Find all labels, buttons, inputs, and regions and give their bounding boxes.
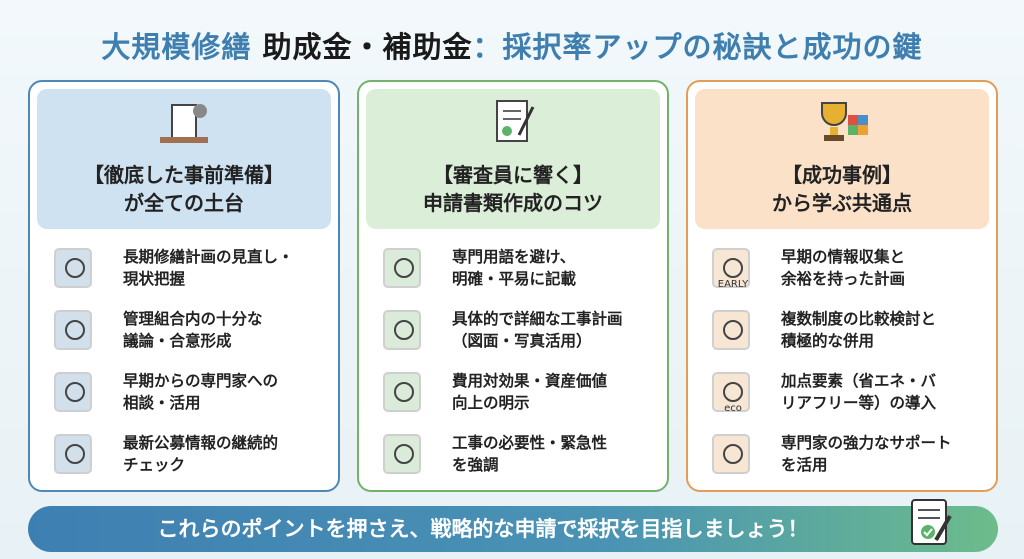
banner-text: これらのポイントを押さえ、戦略的な申請で採択を目指しましょう！ bbox=[157, 517, 809, 541]
list-item: 複数制度の比較検討と積極的な併用 bbox=[705, 299, 983, 361]
approved-document-icon bbox=[911, 499, 952, 545]
item-line1: 費用対効果・資産価値 bbox=[452, 372, 608, 390]
icon-badge: eco bbox=[724, 403, 742, 414]
heading-line1: 【審査員に響く】 bbox=[433, 163, 593, 187]
list-item: 工事の必要性・緊急性を強調 bbox=[376, 423, 654, 485]
item-line1: 管理組合内の十分な bbox=[123, 310, 263, 328]
meeting-icon bbox=[54, 310, 92, 350]
list-item: 専門家の強力なサポートを活用 bbox=[705, 423, 983, 485]
item-line2: を強調 bbox=[452, 456, 499, 474]
card-header: 【審査員に響く】申請書類作成のコツ bbox=[366, 89, 660, 229]
card-2: 【審査員に響く】申請書類作成のコツ専門用語を避け、明確・平易に記載具体的で詳細な… bbox=[357, 80, 669, 492]
item-line2: リアフリー等）の導入 bbox=[781, 394, 937, 412]
growth-chart-yen-icon bbox=[383, 372, 421, 412]
document-pen-icon bbox=[496, 100, 535, 142]
list-item: 専門用語を避け、明確・平易に記載 bbox=[376, 237, 654, 299]
item-line2: を活用 bbox=[781, 456, 828, 474]
list-item: 早期からの専門家への相談・活用 bbox=[47, 361, 325, 423]
card-heading: 【徹底した事前準備】が全ての土台 bbox=[37, 161, 331, 217]
shield-exclamation-icon bbox=[383, 434, 421, 474]
title-part3: ：採択率アップの秘訣と成功の鍵 bbox=[472, 30, 923, 64]
list-item: 最新公募情報の継続的チェック bbox=[47, 423, 325, 485]
card-heading: 【成功事例】から学ぶ共通点 bbox=[695, 161, 989, 217]
heading-line2: が全ての土台 bbox=[124, 191, 244, 215]
item-line2: 相談・活用 bbox=[123, 394, 201, 412]
list-item: 具体的で詳細な工事計画 （図面・写真活用） bbox=[376, 299, 654, 361]
card-heading: 【審査員に響く】申請書類作成のコツ bbox=[366, 161, 660, 217]
item-line1: 専門用語を避け、 bbox=[452, 248, 576, 266]
item-line1: 加点要素（省エネ・バ bbox=[781, 372, 937, 390]
heading-line2: から学ぶ共通点 bbox=[772, 191, 912, 215]
item-line1: 専門家の強力なサポート bbox=[781, 434, 952, 452]
card-1: 【徹底した事前準備】が全ての土台長期修繕計画の見直し・現状把握管理組合内の十分な… bbox=[28, 80, 340, 492]
list-item: eco 加点要素（省エネ・バリアフリー等）の導入 bbox=[705, 361, 983, 423]
item-line1: 複数制度の比較検討と bbox=[781, 310, 937, 328]
item-line1: 長期修繕計画の見直し・ bbox=[123, 248, 294, 266]
heading-line2: 申請書類作成のコツ bbox=[423, 191, 603, 215]
title-part1: 大規模修繕 bbox=[101, 30, 263, 64]
item-line2: 議論・合意形成 bbox=[123, 332, 232, 350]
page-title: 大規模修繕 助成金・補助金：採択率アップの秘訣と成功の鍵 bbox=[0, 24, 1024, 66]
item-line2: 向上の明示 bbox=[452, 394, 530, 412]
icon-badge: EARLY bbox=[718, 279, 749, 290]
item-line1: 早期の情報収集と bbox=[781, 248, 906, 266]
item-line1: 最新公募情報の継続的 bbox=[123, 434, 279, 452]
blueprint-camera-icon bbox=[383, 310, 421, 350]
handshake-icon bbox=[54, 372, 92, 412]
satellite-newspaper-icon bbox=[54, 434, 92, 474]
document-magnifier-icon bbox=[54, 248, 92, 288]
clock-calendar-early-icon: EARLY bbox=[712, 248, 750, 290]
item-line2: 積極的な併用 bbox=[781, 332, 875, 350]
item-line1: 早期からの専門家への bbox=[123, 372, 279, 390]
list-item: 長期修繕計画の見直し・現状把握 bbox=[47, 237, 325, 299]
heading-line1: 【徹底した事前準備】 bbox=[84, 163, 284, 187]
item-line2: 現状把握 bbox=[123, 270, 186, 288]
item-line2: 明確・平易に記載 bbox=[452, 270, 577, 288]
heading-line1: 【成功事例】 bbox=[782, 163, 902, 187]
building-gear-icon bbox=[160, 104, 208, 143]
item-line2: チェック bbox=[123, 456, 186, 474]
list-item: 管理組合内の十分な議論・合意形成 bbox=[47, 299, 325, 361]
list-item: EARLY 早期の情報収集と余裕を持った計画 bbox=[705, 237, 983, 299]
list-item: 費用対効果・資産価値向上の明示 bbox=[376, 361, 654, 423]
bottom-banner: これらのポイントを押さえ、戦略的な申請で採択を目指しましょう！ bbox=[28, 499, 998, 552]
card-3: 【成功事例】から学ぶ共通点 EARLY 早期の情報収集と余裕を持った計画複数制度の比… bbox=[686, 80, 998, 492]
eco-accessibility-icon: eco bbox=[712, 372, 750, 414]
item-line2: 余裕を持った計画 bbox=[781, 270, 906, 288]
title-part2: 助成金・補助金 bbox=[262, 30, 473, 64]
item-line2: （図面・写真活用） bbox=[452, 332, 592, 350]
puzzle-pieces-icon bbox=[712, 310, 750, 350]
trophy-puzzle-icon bbox=[821, 102, 868, 141]
item-line1: 具体的で詳細な工事計画 bbox=[452, 310, 623, 328]
card-header: 【徹底した事前準備】が全ての土台 bbox=[37, 89, 331, 229]
support-agent-icon bbox=[712, 434, 750, 474]
translate-icon bbox=[383, 248, 421, 288]
card-header: 【成功事例】から学ぶ共通点 bbox=[695, 89, 989, 229]
item-line1: 工事の必要性・緊急性 bbox=[452, 434, 608, 452]
